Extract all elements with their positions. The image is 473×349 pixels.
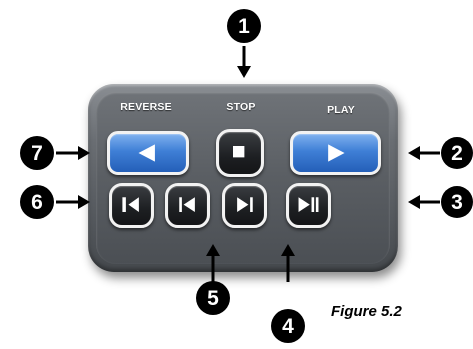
callout-2: 2 xyxy=(441,137,473,169)
transport-control-panel xyxy=(88,84,398,272)
figure-caption: Figure 5.2 xyxy=(331,303,402,320)
play-label: PLAY xyxy=(327,104,355,116)
callout-7-number: 7 xyxy=(31,142,43,165)
step-forward-icon xyxy=(237,197,253,212)
callout-6-number: 6 xyxy=(31,191,43,214)
callout-3-number: 3 xyxy=(451,191,463,214)
step-back-icon xyxy=(179,197,195,212)
triangle-right-icon xyxy=(328,144,345,162)
arrow-2 xyxy=(408,146,440,160)
panel-face xyxy=(96,92,390,264)
skip-to-start-icon xyxy=(122,197,139,212)
play-pause-icon xyxy=(298,197,319,212)
callout-5: 5 xyxy=(196,281,230,315)
arrow-1 xyxy=(237,46,251,78)
callout-3: 3 xyxy=(441,186,473,218)
skip-to-start-button[interactable] xyxy=(109,183,154,228)
reverse-button[interactable] xyxy=(107,131,189,175)
callout-4-number: 4 xyxy=(282,315,294,338)
callout-4: 4 xyxy=(271,309,305,343)
stop-button[interactable] xyxy=(216,129,264,177)
callout-6: 6 xyxy=(20,185,54,219)
arrow-4 xyxy=(281,244,295,282)
arrow-6 xyxy=(56,195,90,209)
play-pause-button[interactable] xyxy=(286,183,331,228)
callout-2-number: 2 xyxy=(451,142,463,165)
stop-label: STOP xyxy=(226,101,256,113)
callout-7: 7 xyxy=(20,136,54,170)
callout-5-number: 5 xyxy=(207,287,219,310)
arrow-7 xyxy=(56,146,90,160)
step-forward-button[interactable] xyxy=(222,183,267,228)
callout-1: 1 xyxy=(227,9,261,43)
triangle-left-icon xyxy=(138,144,155,162)
square-stop-icon xyxy=(233,146,245,158)
callout-1-number: 1 xyxy=(238,15,250,38)
step-back-button[interactable] xyxy=(165,183,210,228)
arrow-3 xyxy=(408,195,440,209)
reverse-label: REVERSE xyxy=(120,101,172,113)
play-button[interactable] xyxy=(290,131,381,175)
arrow-5 xyxy=(206,244,220,282)
